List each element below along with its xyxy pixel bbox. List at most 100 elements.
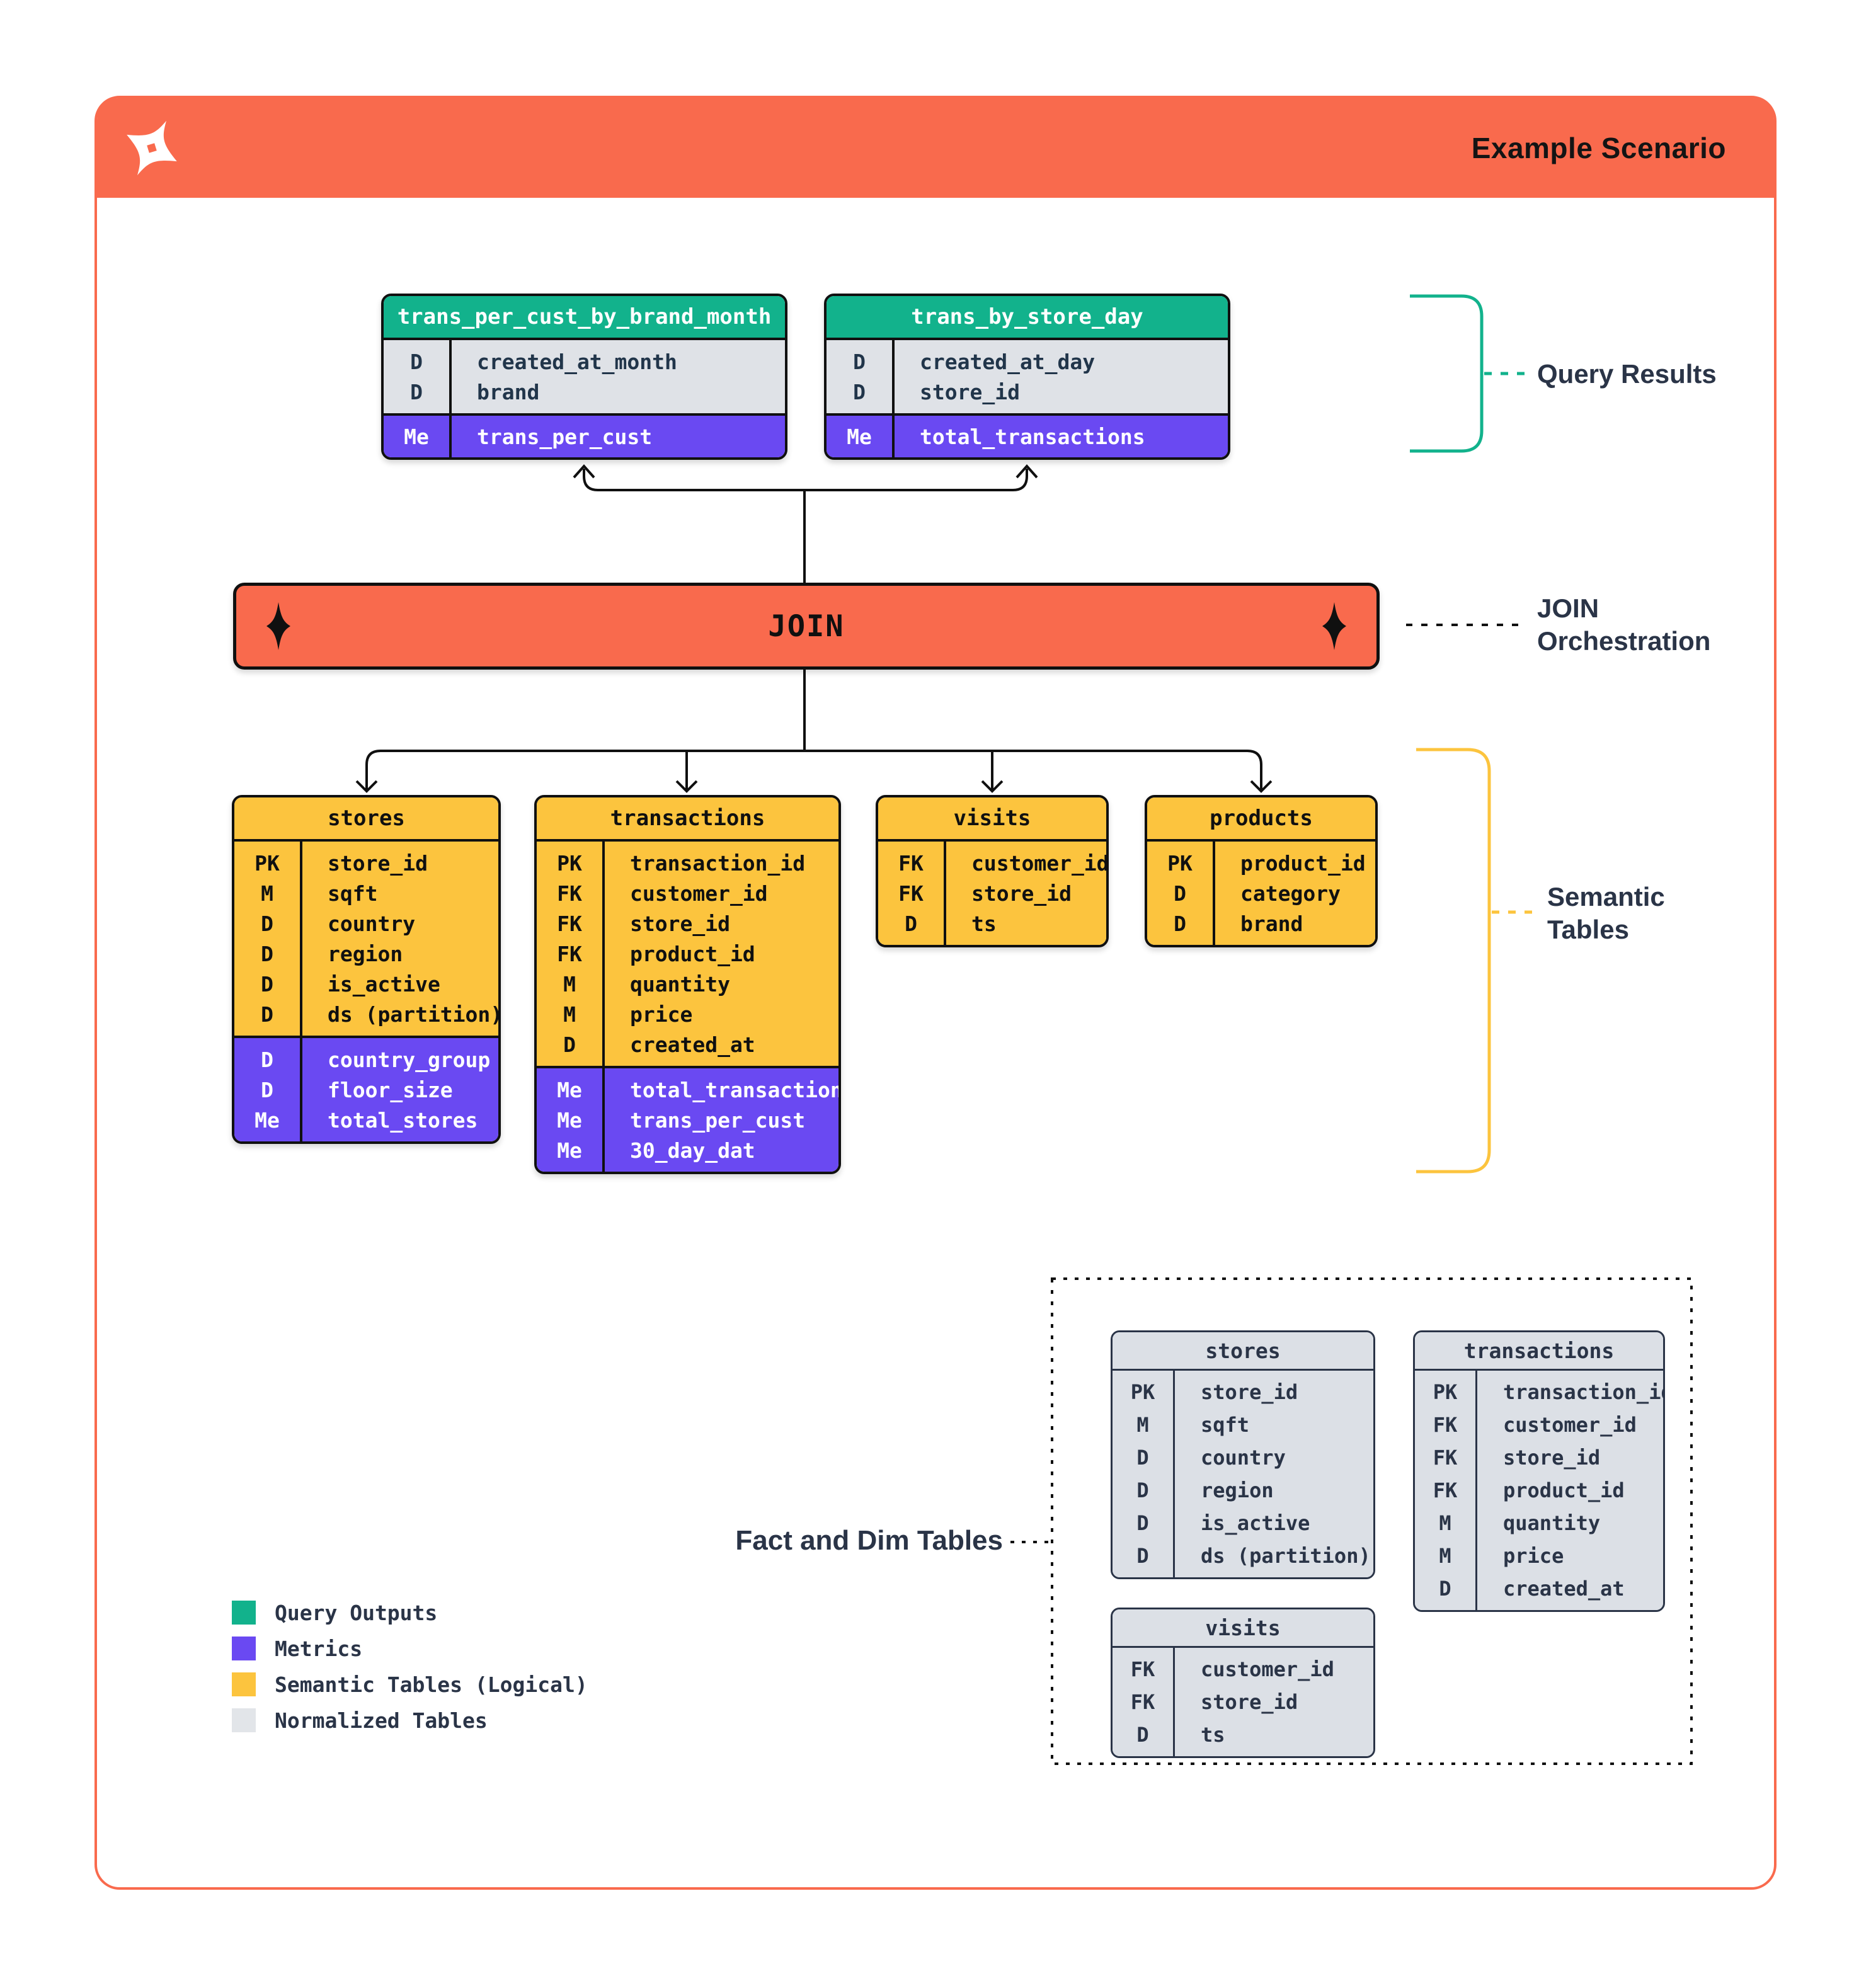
row-field: customer_id	[1201, 1657, 1334, 1681]
row-field: customer_id	[971, 850, 1109, 876]
join-bar: JOIN	[233, 583, 1380, 670]
row-key: D	[1136, 1544, 1149, 1568]
row-field: store_id	[920, 379, 1020, 404]
sparkle-icon	[266, 602, 290, 650]
table-title: trans_per_cust_by_brand_month	[384, 296, 785, 340]
legend-label: Metrics	[275, 1636, 363, 1661]
row-key: M	[1136, 1413, 1149, 1437]
row-field: brand	[477, 379, 540, 404]
legend-item: Query Outputs	[232, 1600, 437, 1625]
row-field: created_at_day	[920, 349, 1096, 374]
row-field: brand	[1240, 911, 1303, 936]
row-key: D	[261, 911, 273, 936]
table-row: FK store_id	[1113, 1686, 1373, 1718]
row-key: FK	[1130, 1690, 1155, 1714]
row-key: FK	[898, 850, 924, 876]
row-field: total_transactions	[920, 424, 1145, 449]
legend-swatch-semantic	[232, 1672, 256, 1696]
row-field: customer_id	[1503, 1413, 1637, 1437]
row-field: quantity	[1503, 1511, 1601, 1535]
row-field: product_id	[1503, 1478, 1625, 1502]
row-field: product_id	[630, 941, 755, 966]
row-field: is_active	[328, 971, 440, 997]
row-key: Me	[557, 1077, 582, 1102]
table-row: PK store_id	[234, 848, 498, 878]
row-field: store_id	[1201, 1690, 1298, 1714]
row-field: category	[1240, 881, 1341, 906]
row-field: price	[1503, 1544, 1564, 1568]
fact-dim-box	[1051, 1277, 1693, 1765]
join-to-results-connector	[583, 469, 1028, 491]
row-field: store_id	[971, 881, 1072, 906]
row-field: quantity	[630, 971, 730, 997]
row-key: M	[563, 1002, 576, 1027]
row-field: region	[1201, 1478, 1274, 1502]
row-key: PK	[255, 850, 280, 876]
row-key: PK	[1130, 1380, 1155, 1404]
table-title: visits	[1113, 1609, 1373, 1648]
row-field: store_id	[328, 850, 428, 876]
legend-swatch-metrics	[232, 1637, 256, 1660]
row-field: is_active	[1201, 1511, 1310, 1535]
table-title: stores	[1113, 1332, 1373, 1371]
query-results-label: Query Results	[1537, 359, 1717, 389]
row-field: floor_size	[328, 1077, 453, 1102]
row-field: region	[328, 941, 403, 966]
page-title: Example Scenario	[1471, 132, 1726, 164]
sparkle-icon	[1322, 602, 1346, 650]
semantic-tables-bracket	[1416, 748, 1491, 1174]
table-row: FK customer_id	[878, 848, 1106, 878]
row-key: D	[261, 1047, 273, 1072]
row-field: country	[328, 911, 416, 936]
row-key: D	[563, 1032, 576, 1057]
card-header: Example Scenario	[97, 98, 1774, 198]
row-key: D	[1136, 1723, 1149, 1747]
legend-label: Query Outputs	[275, 1600, 438, 1625]
table-title: visits	[878, 797, 1106, 842]
row-key: PK	[557, 850, 582, 876]
row-key: D	[853, 349, 866, 374]
row-field: store_id	[630, 911, 730, 936]
row-key: D	[1439, 1577, 1451, 1601]
row-key: M	[563, 971, 576, 997]
row-key: PK	[1433, 1380, 1458, 1404]
row-key: FK	[1130, 1657, 1155, 1681]
legend-item: Normalized Tables	[232, 1708, 488, 1733]
row-field: 30_day_dat	[630, 1138, 755, 1163]
row-key: Me	[255, 1107, 280, 1133]
row-field: created_at	[1503, 1577, 1625, 1601]
